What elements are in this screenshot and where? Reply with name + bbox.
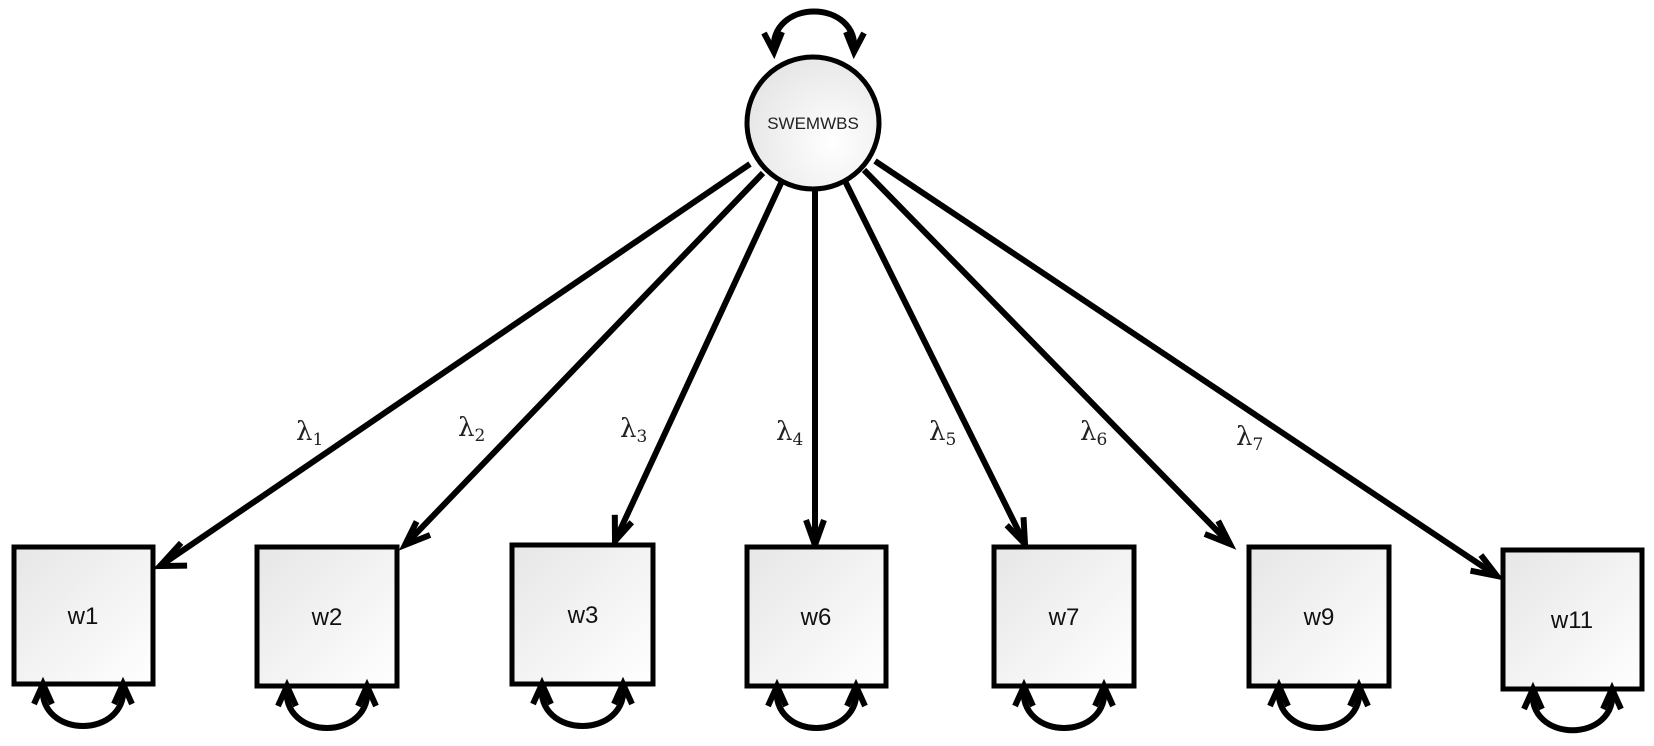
indicator-w3: w3 [509, 542, 656, 729]
indicator-w11: w11 [1500, 547, 1645, 734]
indicator-label-w1: w1 [67, 603, 99, 630]
indicator-w7: w7 [991, 544, 1137, 731]
error-variance-arc-w9 [1267, 678, 1371, 731]
indicator-w2: w2 [254, 544, 400, 731]
error-variance-arc-w2 [275, 678, 379, 731]
latent-variance-arc [761, 8, 867, 60]
indicator-label-w6: w6 [800, 604, 832, 631]
indicator-w6: w6 [744, 544, 889, 731]
loading-path-w9 [861, 167, 1237, 550]
error-variance-arc-w11 [1521, 681, 1624, 734]
loading-label-w2: λ2 [458, 413, 485, 446]
indicator-label-w11: w11 [1550, 607, 1593, 634]
loading-label-w7: λ5 [929, 417, 956, 450]
loading-label-w6: λ4 [776, 417, 803, 450]
error-variance-arc-w6 [765, 678, 868, 731]
loading-label-w1: λ1 [296, 417, 323, 450]
indicator-label-w3: w3 [567, 602, 599, 629]
loading-path-w2 [398, 170, 766, 551]
indicator-w9: w9 [1246, 544, 1392, 731]
loading-path-w3 [611, 179, 785, 549]
latent-node: SWEMWBS [744, 54, 882, 192]
loading-path-w7 [842, 179, 1029, 552]
indicator-label-w9: w9 [1303, 604, 1335, 631]
error-variance-arc-w1 [31, 676, 135, 729]
loading-label-w9: λ6 [1080, 417, 1107, 450]
loading-path-w11 [873, 158, 1505, 581]
error-variance-arc-w3 [530, 676, 635, 729]
loading-label-w3: λ3 [620, 414, 647, 447]
loading-label-w11: λ7 [1236, 422, 1263, 455]
loading-paths [153, 158, 1505, 581]
loading-path-w6 [803, 186, 827, 554]
latent-label: SWEMWBS [767, 114, 859, 133]
indicator-label-w7: w7 [1048, 604, 1080, 631]
error-variance-arc-w7 [1012, 678, 1116, 731]
indicator-label-w2: w2 [311, 604, 343, 631]
loading-labels: λ1 λ2 λ3 λ4 λ5 λ6 λ7 [296, 413, 1263, 455]
loading-path-w1 [153, 161, 752, 570]
indicator-w1: w1 [11, 544, 156, 729]
